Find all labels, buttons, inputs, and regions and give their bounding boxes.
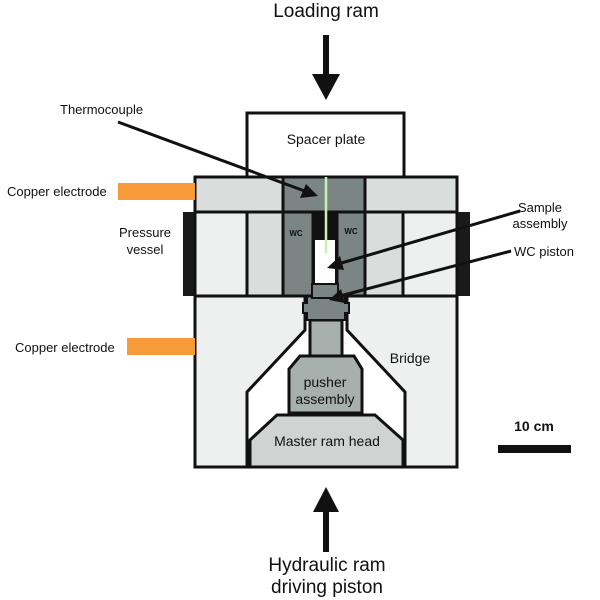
wc-piston-pointer-arrow-icon <box>329 249 512 303</box>
copper-electrode-top-label: Copper electrode <box>7 184 107 199</box>
wc-right-label: WC <box>344 227 358 236</box>
wc-left-block <box>281 210 315 298</box>
sample-assembly-label-1: Sample <box>518 200 562 215</box>
hydraulic-ram-label-1: Hydraulic ram <box>268 555 385 576</box>
wc-left-label: WC <box>289 229 303 238</box>
pusher-assembly-label-1: pusher <box>304 374 347 390</box>
wc-piston-label: WC piston <box>514 244 574 259</box>
thermocouple-label: Thermocouple <box>60 102 143 117</box>
top-block-wc-center <box>281 175 367 214</box>
pusher-assembly-label-2: assembly <box>295 391 354 407</box>
scale-bar <box>498 445 571 453</box>
sample-assembly-label-2: assembly <box>513 216 568 231</box>
wc-right-block <box>335 210 367 298</box>
thermocouple-pointer-arrow-icon <box>117 120 318 198</box>
sample-assembly-pointer-arrow-icon <box>327 209 521 270</box>
copper-electrode-top <box>118 183 195 200</box>
loading-ram-arrow-icon <box>312 35 340 100</box>
master-ram-head-label: Master ram head <box>274 433 380 449</box>
scale-bar-label: 10 cm <box>514 418 554 434</box>
pressure-vessel-label-1: Pressure <box>119 225 171 240</box>
wc-piston-upper <box>311 283 339 299</box>
spacer-plate-label: Spacer plate <box>287 131 366 147</box>
pressure-vessel-inner-left <box>245 210 285 298</box>
pressure-vessel-outer-left <box>193 210 249 298</box>
copper-electrode-bottom <box>127 338 195 355</box>
hydraulic-ram-label-2: driving piston <box>271 577 383 598</box>
pressure-vessel-label-2: vessel <box>127 242 164 257</box>
pressure-vessel-outer-right <box>401 210 459 298</box>
pressure-vessel-right-band <box>457 212 470 296</box>
pusher-assembly <box>287 354 364 415</box>
master-ram-head <box>248 413 405 469</box>
loading-ram-label: Loading ram <box>273 1 379 22</box>
pusher-column <box>308 318 344 358</box>
hydraulic-ram-arrow-icon <box>313 487 339 552</box>
bridge-label: Bridge <box>390 350 431 366</box>
pressure-vessel-left-band <box>183 212 196 296</box>
copper-electrode-bottom-label: Copper electrode <box>15 340 115 355</box>
spacer-plate <box>245 111 406 180</box>
